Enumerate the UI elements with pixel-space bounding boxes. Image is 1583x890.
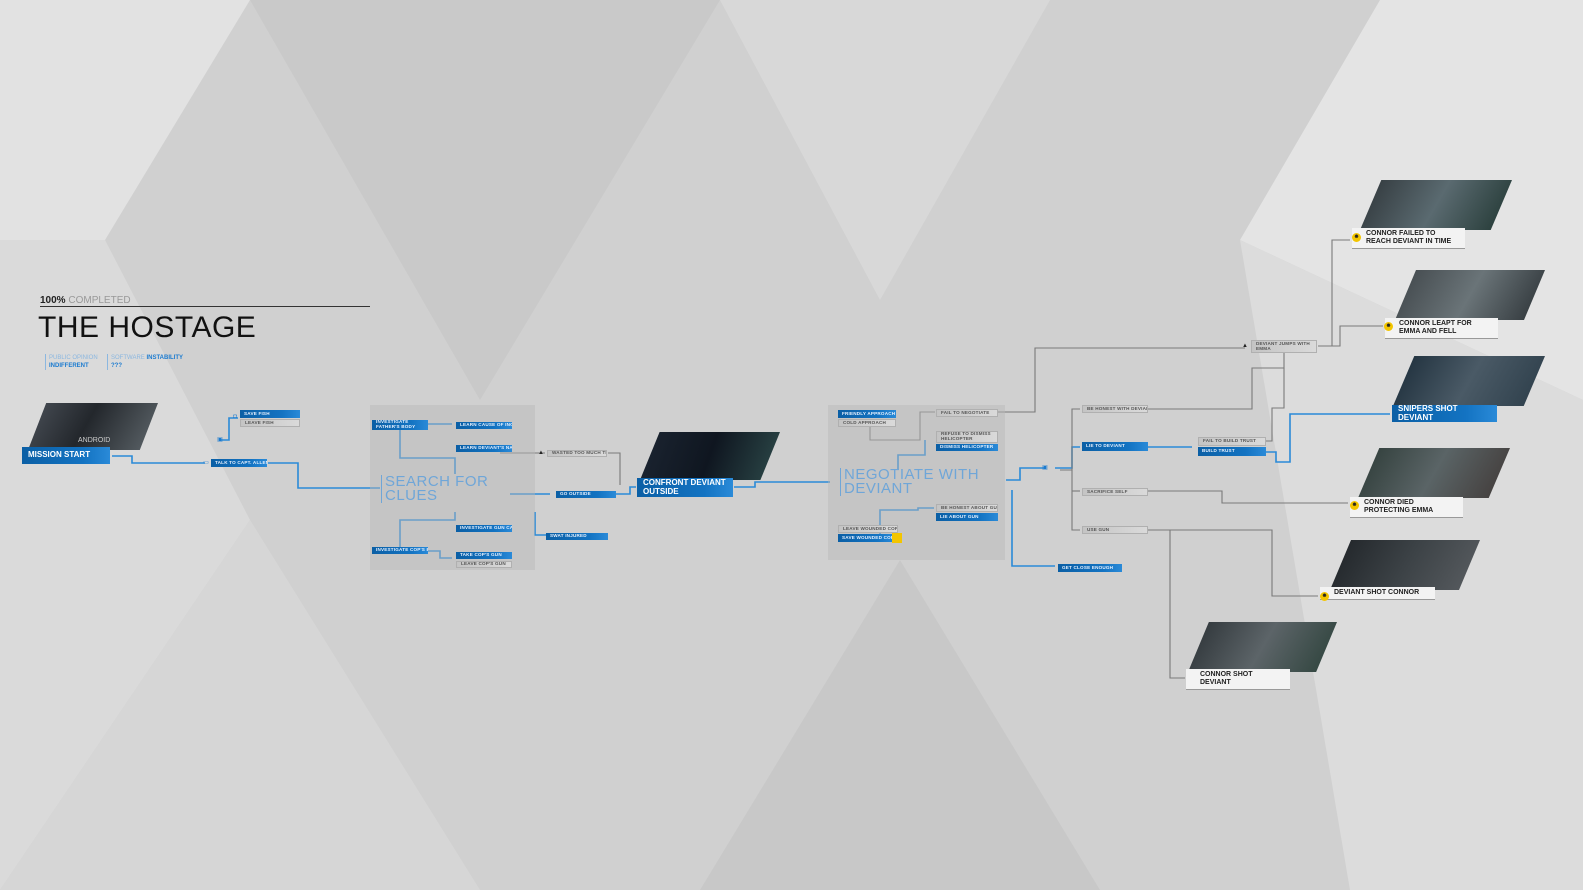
page-title: THE HOSTAGE	[38, 311, 257, 344]
ending-marker-icon: ☻	[1384, 322, 1393, 331]
choice-icon: ◘	[233, 414, 237, 420]
instability-label: INSTABILITY	[146, 355, 184, 361]
software-label: SOFTWARE	[111, 355, 145, 361]
info-icon: ▣	[1042, 465, 1048, 471]
warning-icon: ▲	[538, 450, 544, 456]
ending-connor-shot-deviant[interactable]: CONNOR SHOT DEVIANT	[1186, 669, 1290, 691]
trophy-badge-icon	[892, 533, 902, 543]
ending-snipers-shot-deviant[interactable]: SNIPERS SHOT DEVIANT	[1392, 404, 1497, 422]
friendly-approach-node[interactable]: FRIENDLY APPROACH	[838, 410, 896, 418]
negotiate-title: NEGOTIATE WITH DEVIANT	[840, 467, 1004, 496]
learn-cause-node[interactable]: LEARN CAUSE OF INCIDENT	[456, 422, 512, 429]
public-opinion-value: INDIFFERENT	[49, 363, 89, 369]
talk-to-allen-node[interactable]: TALK TO CAPT. ALLEN	[211, 459, 267, 467]
refuse-heli-node[interactable]: REFUSE TO DISMISS HELICOPTER	[936, 431, 998, 443]
get-close-node[interactable]: GET CLOSE ENOUGH	[1058, 564, 1122, 572]
ending-died-protecting-emma[interactable]: CONNOR DIED PROTECTING EMMA	[1350, 497, 1463, 519]
instability-value: ???	[111, 363, 122, 369]
ending-leapt-for-emma[interactable]: CONNOR LEAPT FOR EMMA AND FELL	[1385, 318, 1498, 340]
sacrifice-node[interactable]: SACRIFICE SELF	[1082, 488, 1148, 496]
wasted-time-node[interactable]: WASTED TOO MUCH TIME	[547, 450, 607, 457]
dismiss-heli-node[interactable]: DISMISS HELICOPTER	[936, 444, 998, 451]
deviant-jumps-node[interactable]: DEVIANT JUMPS WITH EMMA	[1251, 340, 1317, 353]
ending-thumbnail	[1330, 540, 1480, 590]
search-for-clues-section	[370, 405, 535, 570]
gun-case-node[interactable]: INVESTIGATE GUN CASE	[456, 525, 512, 532]
title-divider	[40, 306, 370, 307]
confront-deviant-node[interactable]: CONFRONT DEVIANT OUTSIDE	[637, 478, 733, 497]
ending-thumbnail	[1358, 448, 1510, 498]
leave-cop-node[interactable]: LEAVE WOUNDED COP	[838, 525, 898, 533]
public-opinion-label: PUBLIC OPINION	[49, 355, 98, 361]
go-outside-node[interactable]: GO OUTSIDE	[556, 491, 616, 498]
completion-percent: 100%	[40, 295, 66, 306]
cops-body-node[interactable]: INVESTIGATE COP'S BODY	[372, 547, 428, 554]
swat-injured-node[interactable]: SWAT INJURED	[546, 533, 608, 540]
software-instability: SOFTWARE INSTABILITY ???	[107, 354, 183, 370]
ending-marker-icon: ☻	[1350, 501, 1359, 510]
investigate-father-node[interactable]: INVESTIGATE FATHER'S BODY	[372, 420, 428, 430]
fail-trust-node[interactable]: FAIL TO BUILD TRUST	[1198, 437, 1266, 446]
warning-icon: ▲	[1242, 343, 1248, 349]
ending-thumbnail	[1360, 180, 1512, 230]
save-cop-node[interactable]: SAVE WOUNDED COP	[838, 534, 894, 542]
ending-marker-icon: ☻	[1352, 233, 1361, 242]
android-text: ANDROID	[78, 437, 111, 444]
ending-thumbnail	[1393, 356, 1545, 406]
mission-start-thumbnail: ANDROID	[28, 403, 158, 450]
ending-thumbnail	[1395, 270, 1545, 320]
lie-gun-node[interactable]: LIE ABOUT GUN	[936, 513, 998, 521]
completion-status: 100% COMPLETED	[40, 295, 131, 306]
take-gun-node[interactable]: TAKE COP'S GUN	[456, 552, 512, 559]
leave-gun-node[interactable]: LEAVE COP'S GUN	[456, 561, 512, 568]
honest-gun-node[interactable]: BE HONEST ABOUT GUN	[936, 504, 998, 512]
lie-deviant-node[interactable]: LIE TO DEVIANT	[1082, 442, 1148, 451]
public-opinion: PUBLIC OPINION INDIFFERENT	[45, 354, 98, 370]
search-for-clues-title: SEARCH FOR CLUES	[381, 474, 495, 503]
learn-name-node[interactable]: LEARN DEVIANT'S NAME	[456, 445, 512, 452]
cold-approach-node[interactable]: COLD APPROACH	[838, 419, 896, 427]
save-fish-node[interactable]: SAVE FISH	[240, 410, 300, 418]
use-gun-node[interactable]: USE GUN	[1082, 526, 1148, 534]
confront-thumbnail	[640, 432, 780, 480]
mission-start-node[interactable]: MISSION START	[22, 447, 110, 464]
ending-marker-icon: ☻	[1320, 592, 1329, 601]
leave-fish-node[interactable]: LEAVE FISH	[240, 419, 300, 427]
ending-thumbnail	[1188, 622, 1337, 672]
honest-deviant-node[interactable]: BE HONEST WITH DEVIANT	[1082, 405, 1148, 413]
info-icon: ▣	[217, 437, 223, 443]
ending-failed-in-time[interactable]: CONNOR FAILED TO REACH DEVIANT IN TIME	[1352, 228, 1465, 250]
dialogue-icon: ▭	[203, 460, 209, 466]
fail-to-negotiate-node[interactable]: FAIL TO NEGOTIATE	[936, 409, 998, 417]
ending-deviant-shot-connor[interactable]: DEVIANT SHOT CONNOR	[1320, 587, 1435, 601]
completion-label: COMPLETED	[68, 295, 131, 306]
build-trust-node[interactable]: BUILD TRUST	[1198, 447, 1266, 456]
